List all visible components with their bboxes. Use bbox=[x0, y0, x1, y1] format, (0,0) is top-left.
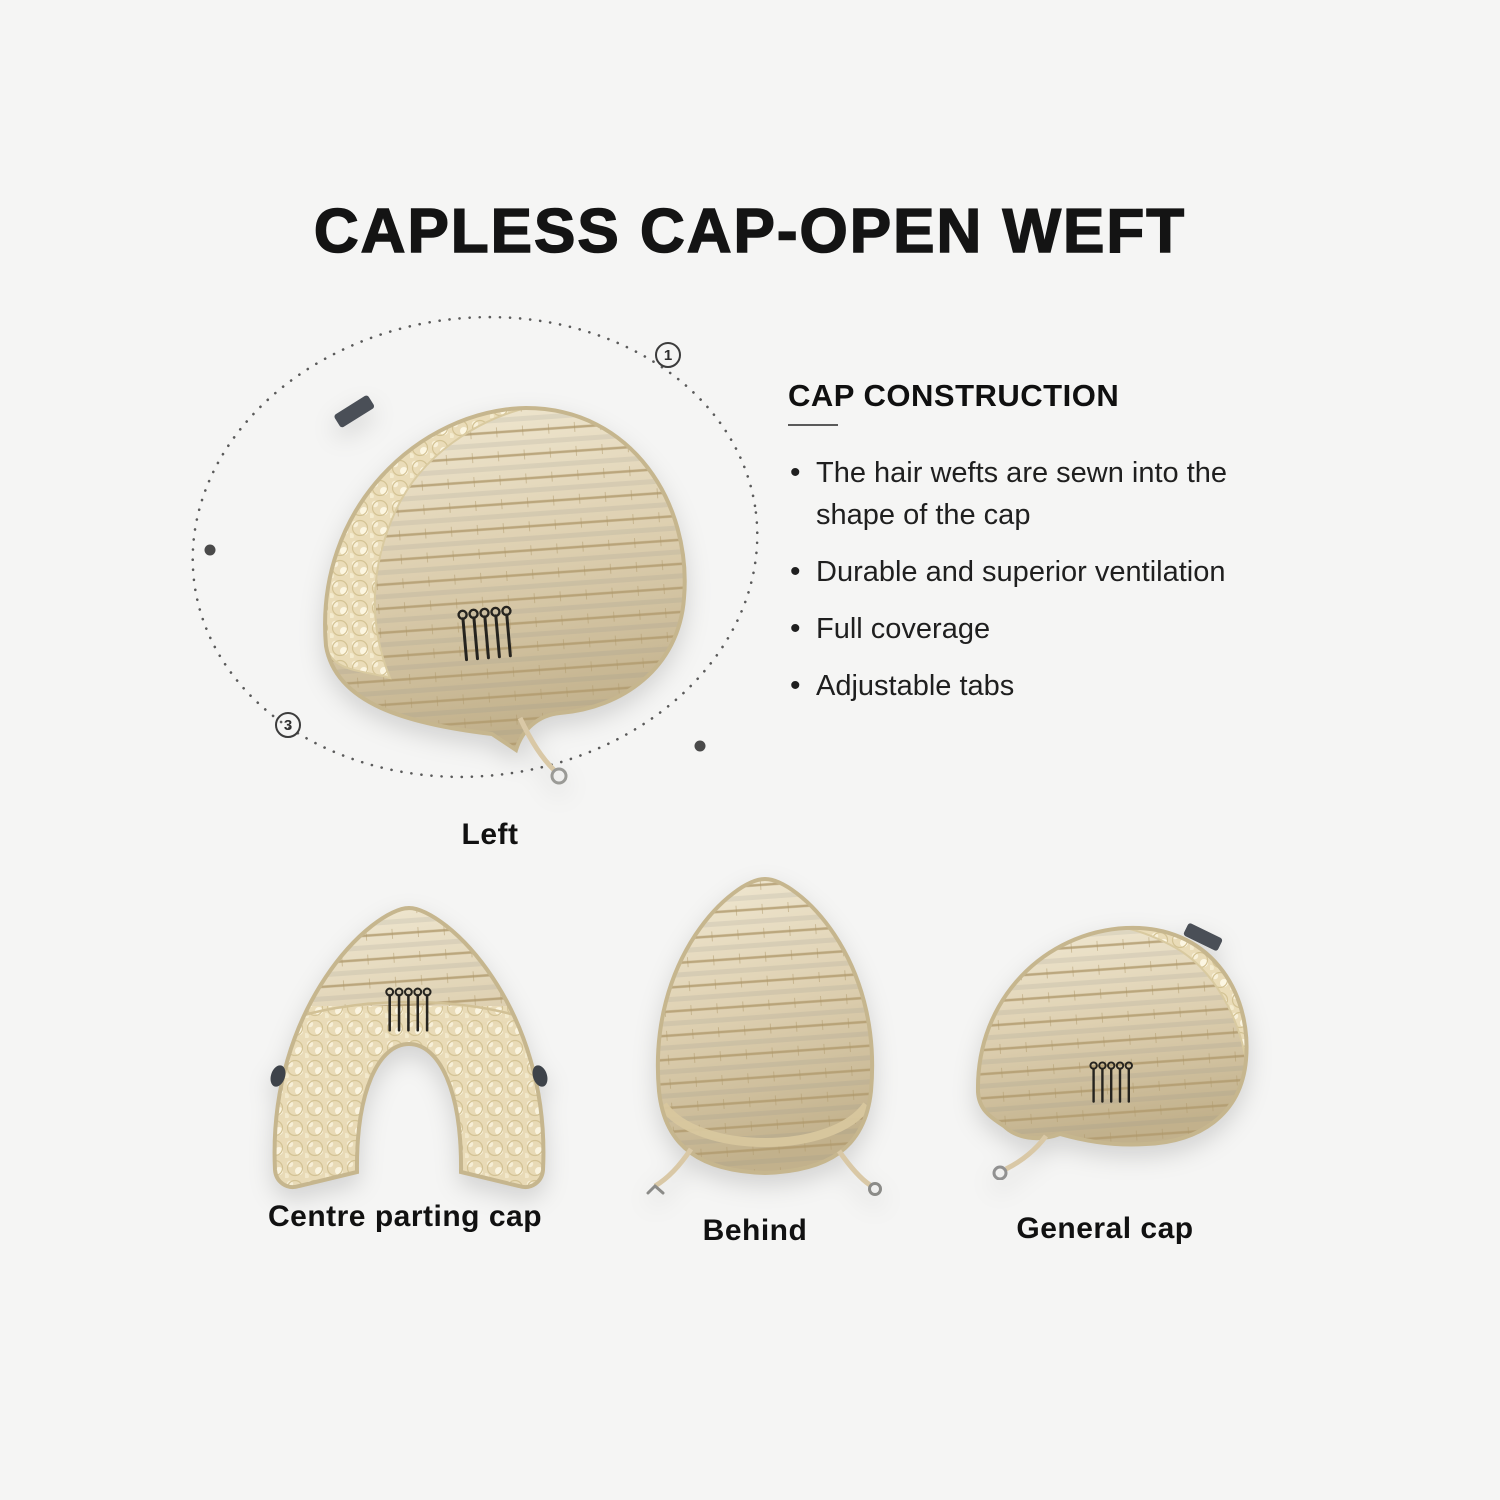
side-tab bbox=[270, 1065, 286, 1087]
cap-edge-trim bbox=[323, 405, 687, 754]
behind-label: Behind bbox=[702, 1214, 808, 1247]
general-cap-label: General cap bbox=[1016, 1212, 1194, 1245]
general-cap-figure bbox=[950, 890, 1280, 1185]
side-tab bbox=[532, 1065, 548, 1087]
marker-1: 1 bbox=[655, 342, 681, 368]
adjustable-strap bbox=[646, 1147, 694, 1195]
behind-cap-image bbox=[646, 876, 882, 1196]
nape-band bbox=[659, 1102, 871, 1147]
feature-item: Full coverage bbox=[788, 607, 1288, 651]
left-cap-image bbox=[323, 395, 687, 785]
feature-item: Durable and superior ventilation bbox=[788, 550, 1288, 594]
feature-item: The hair wefts are sewn into the shape o… bbox=[788, 451, 1288, 536]
size-tab bbox=[334, 395, 375, 428]
adjustable-strap bbox=[992, 1134, 1048, 1181]
left-view-figure: 1 3 bbox=[180, 300, 800, 810]
left-view-label: Left bbox=[461, 818, 519, 851]
ellipse-dot-left bbox=[204, 544, 216, 556]
cap-edge-trim bbox=[655, 876, 875, 1176]
centre-cap-image bbox=[270, 905, 548, 1189]
annotation-ellipse bbox=[191, 315, 759, 779]
size-tab bbox=[1183, 923, 1223, 951]
section-heading: CAP CONSTRUCTION bbox=[788, 378, 1120, 413]
centre-cap-figure bbox=[245, 878, 575, 1203]
cap-edge-trim bbox=[272, 905, 546, 1189]
behind-figure bbox=[615, 853, 915, 1203]
ellipse-dot-right bbox=[694, 740, 706, 752]
feature-item: Adjustable tabs bbox=[788, 664, 1288, 708]
marker-3: 3 bbox=[275, 712, 301, 738]
heading-underline bbox=[788, 424, 838, 426]
adjustable-strap bbox=[517, 716, 568, 785]
general-cap-image bbox=[975, 923, 1249, 1181]
page-title: CAPLESS CAP-OPEN WEFT bbox=[313, 196, 1187, 267]
lace-front-panel bbox=[274, 1006, 544, 1188]
weft-texture bbox=[657, 879, 873, 1173]
cap-edge-trim bbox=[975, 925, 1249, 1147]
cap-construction-panel: CAP CONSTRUCTION The hair wefts are sewn… bbox=[788, 378, 1348, 722]
weft-texture bbox=[977, 927, 1247, 1145]
feature-list: The hair wefts are sewn into the shape o… bbox=[788, 451, 1288, 708]
centre-cap-label: Centre parting cap bbox=[267, 1200, 543, 1233]
adjustable-strap bbox=[836, 1149, 882, 1196]
